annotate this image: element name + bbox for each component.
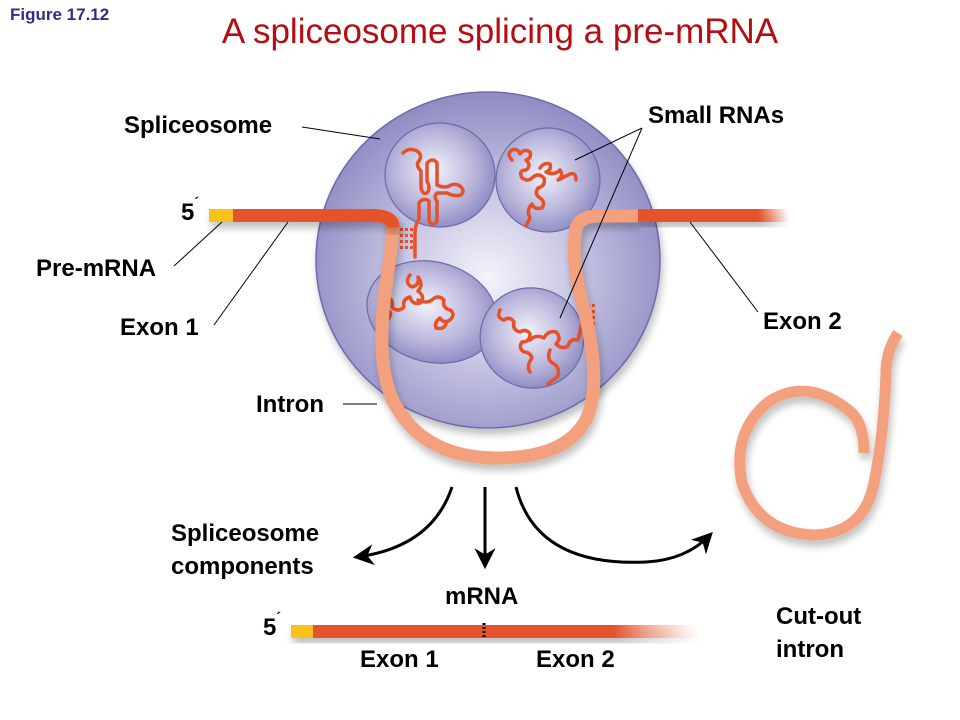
snrna-squiggle — [496, 308, 584, 386]
arrow-to-components — [352, 486, 454, 566]
label-cut-out-intron-line2: intron — [776, 636, 844, 663]
label-cut-out-intron: Cut-out intron — [776, 600, 861, 666]
figure-number: Figure 17.12 — [10, 5, 110, 24]
small-rnas — [378, 147, 584, 386]
page-title: A spliceosome splicing a pre-mRNA — [221, 12, 779, 51]
label-spliceosome-components-line2: components — [171, 553, 314, 580]
label-five-prime-bottom: 5´ — [263, 609, 281, 642]
leader-exon1 — [213, 221, 289, 326]
label-exon1-bottom: Exon 1 — [360, 646, 439, 673]
label-exon1-top: Exon 1 — [120, 314, 199, 341]
mrna-exons — [313, 625, 698, 638]
label-exon2-bottom: Exon 2 — [536, 646, 615, 673]
mrna-strand — [291, 625, 698, 638]
five-prime-number: 5 — [181, 199, 195, 226]
leader-spliceosome — [301, 126, 381, 140]
snrna-squiggle — [401, 147, 465, 259]
label-exon2-top: Exon 2 — [763, 308, 842, 335]
spliceosome — [315, 91, 661, 429]
pre-mrna-exon2 — [638, 209, 788, 222]
label-cut-out-intron-line1: Cut-out — [776, 603, 862, 630]
arrows — [352, 486, 713, 570]
leader-lines — [173, 126, 759, 405]
label-spliceosome-components: Spliceosome components — [171, 517, 319, 583]
five-prime-number: 5 — [263, 614, 277, 641]
leader-pre-mrna — [173, 221, 223, 267]
label-small-rnas: Small RNAs — [648, 102, 785, 129]
leader-exon2 — [689, 221, 759, 313]
cut-out-intron-lariat — [734, 329, 903, 541]
label-five-prime-top: 5´ — [181, 194, 199, 227]
five-prime-cap-bottom — [291, 625, 313, 638]
label-pre-mrna: Pre-mRNA — [36, 255, 157, 282]
leader-small-rnas-2 — [559, 127, 643, 319]
label-spliceosome-components-line1: Spliceosome — [171, 520, 320, 547]
snrnp-top-left — [384, 122, 496, 228]
prime-mark: ´ — [194, 194, 200, 210]
snrnp-particles — [366, 122, 601, 389]
five-prime-cap-top — [209, 209, 233, 222]
label-spliceosome: Spliceosome — [124, 112, 273, 139]
label-mrna: mRNA — [445, 583, 519, 610]
arrow-to-cut-out-intron — [514, 486, 713, 564]
leader-small-rnas-1 — [574, 127, 643, 161]
snrna-squiggle — [507, 147, 578, 228]
prime-mark: ´ — [276, 609, 282, 625]
pre-mrna-exon1 — [209, 209, 400, 229]
pre-mrna-intron — [375, 209, 638, 465]
label-intron: Intron — [256, 391, 324, 418]
